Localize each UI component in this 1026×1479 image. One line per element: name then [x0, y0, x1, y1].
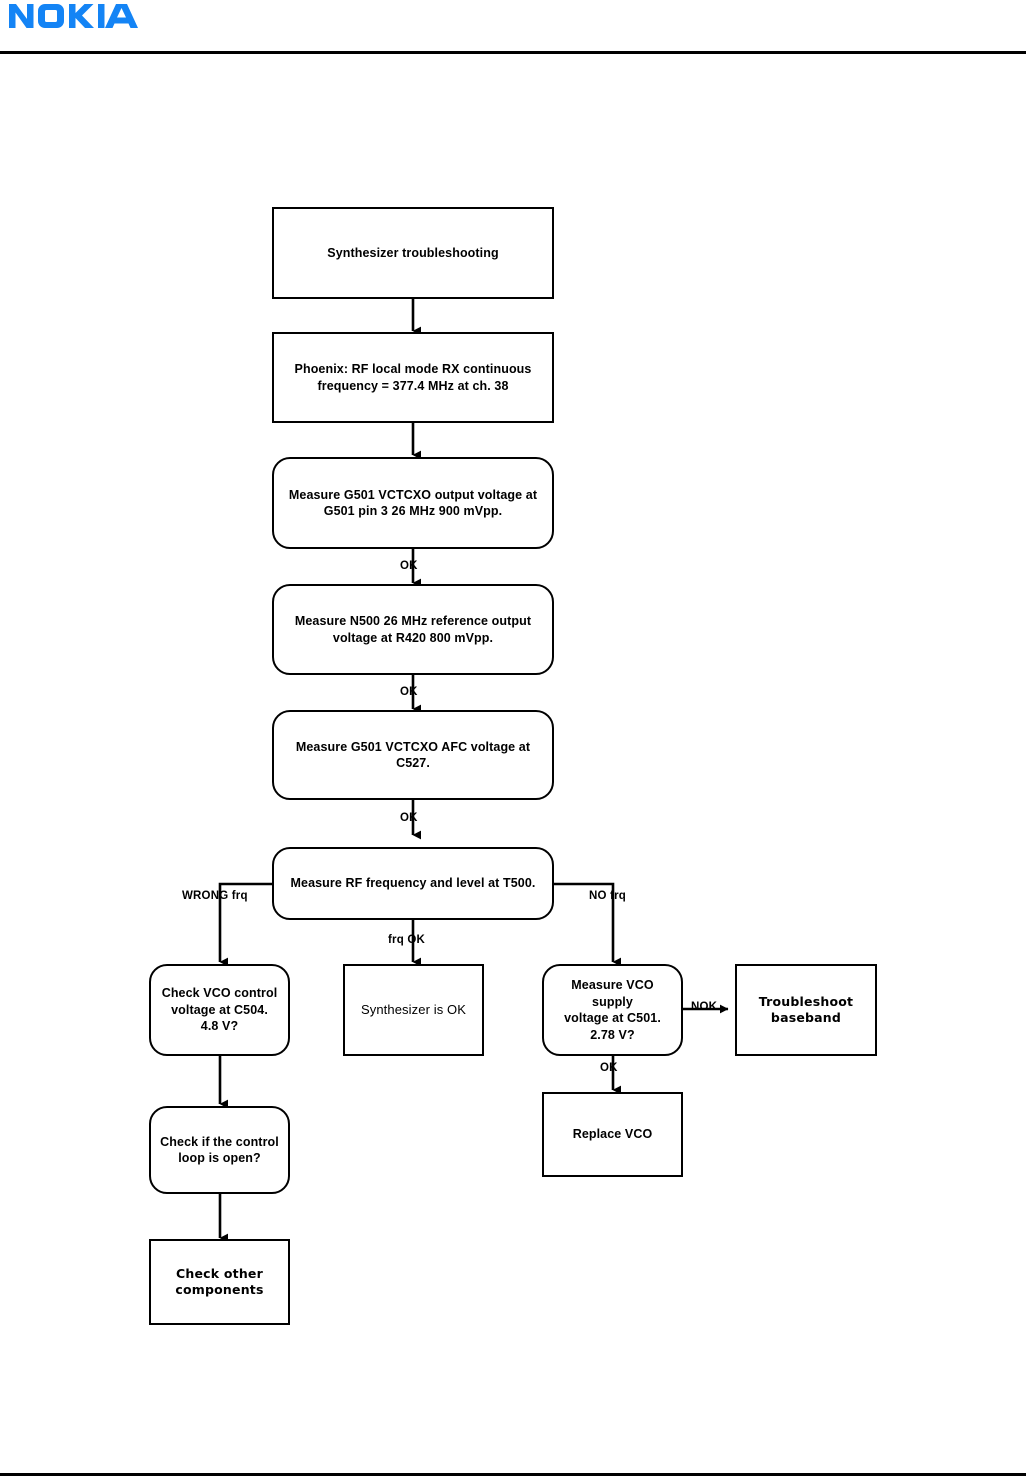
node-check-control-loop-open: Check if the control loop is open? — [149, 1106, 290, 1194]
edge-label-ok-2: OK — [400, 686, 418, 698]
node-phoenix-rf-local-mode: Phoenix: RF local mode RX continuous fre… — [272, 332, 554, 423]
header-divider — [0, 51, 1026, 54]
node-label: Synthesizer troubleshooting — [327, 245, 499, 260]
node-measure-g501-output-voltage: Measure G501 VCTCXO output voltage at G5… — [272, 457, 554, 549]
node-label: Synthesizer is OK — [360, 1002, 466, 1018]
nokia-logo — [8, 2, 148, 30]
node-measure-n500-reference-output: Measure N500 26 MHz reference output vol… — [272, 584, 554, 675]
node-measure-rf-frequency-level: Measure RF frequency and level at T500. — [272, 847, 554, 920]
node-synthesizer-troubleshooting: Synthesizer troubleshooting — [272, 207, 554, 299]
edge-label-wrong-frq: WRONG frq — [182, 890, 248, 902]
node-label: Measure G501 VCTCXO AFC voltage at C527. — [295, 739, 531, 771]
edge-label-no-frq: NO frq — [589, 890, 626, 902]
node-label: Replace VCO — [572, 1127, 653, 1142]
edge-label-ok-3: OK — [400, 812, 418, 824]
node-label: Measure RF frequency and level at T500. — [290, 876, 536, 891]
node-label: Check other components — [175, 1265, 264, 1298]
node-label: Troubleshoot baseband — [758, 993, 854, 1026]
nokia-wordmark-icon — [9, 4, 138, 28]
node-label: Measure VCO supply voltage at C501. 2.78… — [564, 978, 661, 1042]
node-replace-vco: Replace VCO — [542, 1092, 683, 1177]
edge-label-frq-ok: frq OK — [388, 934, 425, 946]
node-label: Phoenix: RF local mode RX continuous fre… — [294, 362, 532, 393]
edge-label-nok: NOK — [691, 1001, 718, 1013]
node-label: Measure N500 26 MHz reference output vol… — [294, 614, 532, 645]
edge-label-ok-1: OK — [400, 560, 418, 572]
node-measure-g501-afc-voltage: Measure G501 VCTCXO AFC voltage at C527. — [272, 710, 554, 800]
node-synthesizer-is-ok: Synthesizer is OK — [343, 964, 484, 1056]
edge-label-ok-4: OK — [600, 1062, 618, 1074]
node-label: Check if the control loop is open? — [160, 1134, 279, 1166]
node-label: Check VCO control voltage at C504. 4.8 V… — [161, 986, 278, 1034]
node-troubleshoot-baseband: Troubleshoot baseband — [735, 964, 877, 1056]
node-check-other-components: Check other components — [149, 1239, 290, 1325]
node-check-vco-control-voltage: Check VCO control voltage at C504. 4.8 V… — [149, 964, 290, 1056]
node-label: Measure G501 VCTCXO output voltage at G5… — [288, 487, 538, 519]
node-measure-vco-supply-voltage: Measure VCO supply voltage at C501. 2.78… — [542, 964, 683, 1056]
footer-divider — [0, 1473, 1026, 1476]
